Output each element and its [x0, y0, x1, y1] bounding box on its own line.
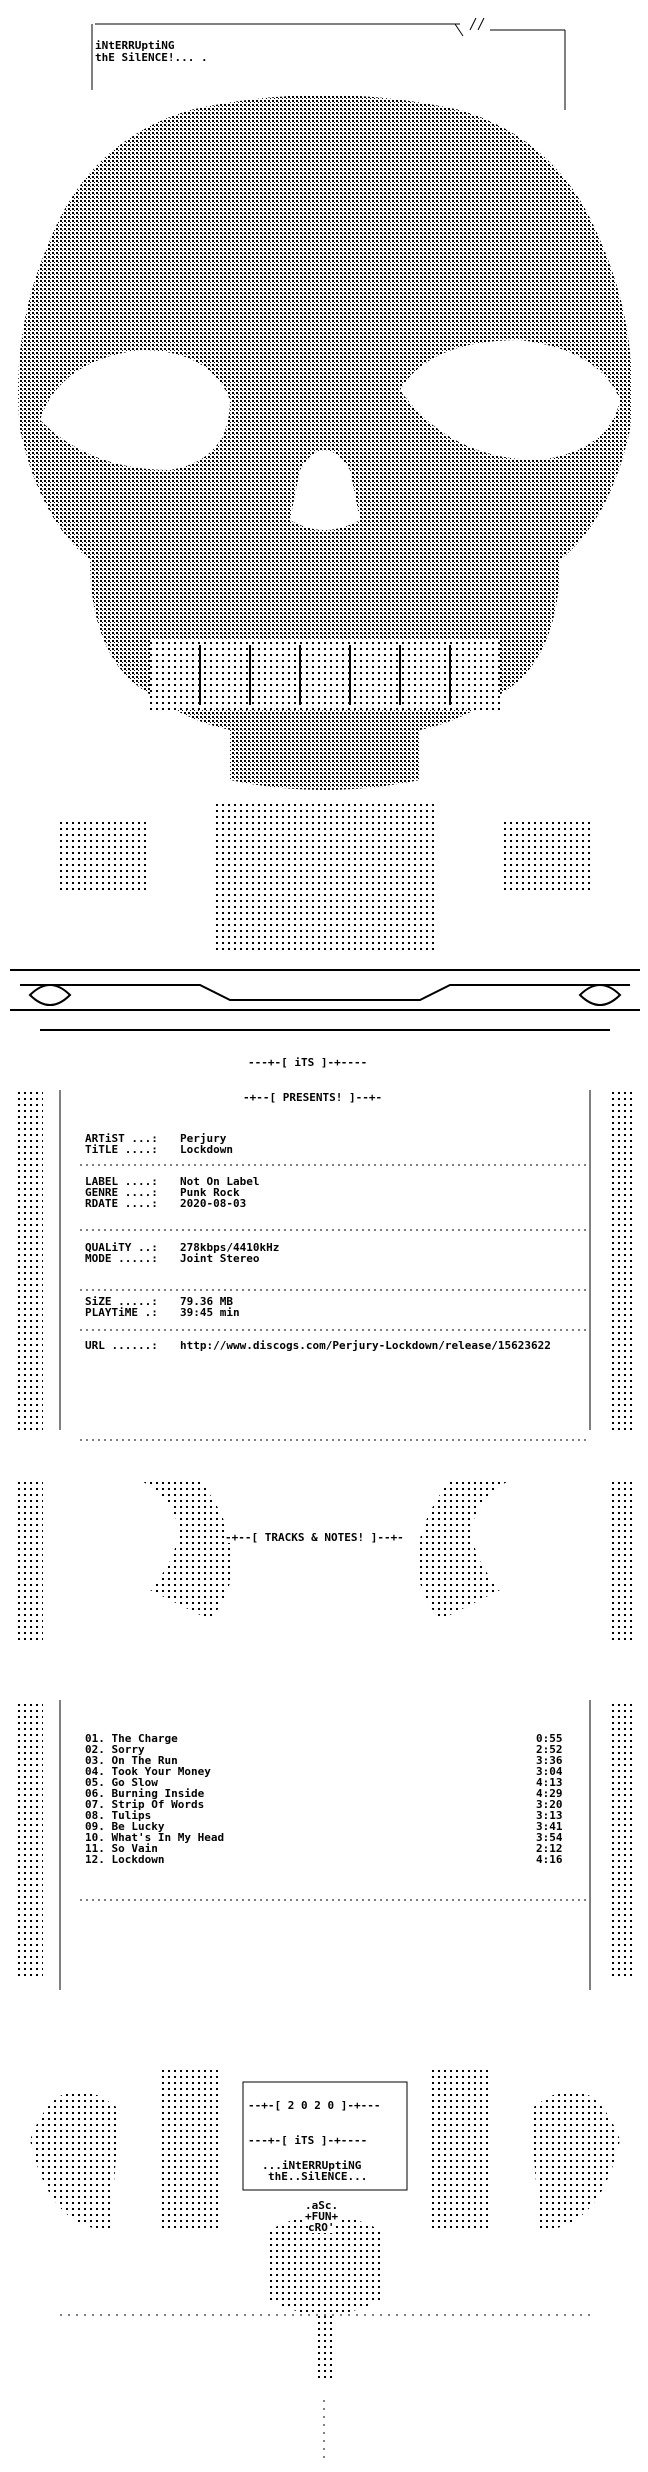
track-time: 3:54: [536, 1831, 563, 1844]
info-rdate: RDATE ....:2020-08-03: [85, 1197, 247, 1210]
ornament-band: [10, 969, 640, 1031]
size-value: 79.36 MB: [180, 1295, 233, 1308]
track-title: 11. So Vain: [85, 1842, 158, 1855]
footer-group-line2: thE..SilENCE...: [268, 2170, 368, 2183]
track-row: 06. Burning Inside 4:29: [85, 1788, 565, 1799]
footer-credit1: .aSc.: [305, 2199, 339, 2212]
track-time: 3:36: [536, 1754, 563, 1767]
track-time: 0:55: [536, 1732, 563, 1745]
track-title: 04. Took Your Money: [85, 1765, 211, 1778]
skull-art: [18, 95, 632, 790]
track-title: 10. What's In My Head: [85, 1831, 225, 1844]
info-playtime: PLAYTiME .:39:45 min: [85, 1306, 240, 1319]
info-url: URL ......:http://www.discogs.com/Perjur…: [85, 1339, 551, 1352]
track-title: 09. Be Lucky: [85, 1820, 165, 1833]
title-value: Lockdown: [180, 1143, 233, 1156]
footer-group-line1: ...iNtERRUptiNG: [262, 2159, 362, 2172]
footer-credit2: +FUN+: [305, 2210, 339, 2223]
track-time: 3:04: [536, 1765, 563, 1778]
track-row: 05. Go Slow 4:13: [85, 1777, 565, 1788]
top-frame: [91, 17, 566, 110]
track-row: 04. Took Your Money 3:04: [85, 1766, 565, 1777]
footer-credit3: cRO': [308, 2221, 335, 2234]
track-title: 12. Lockdown: [85, 1853, 165, 1866]
info-border-columns: [15, 1090, 636, 1980]
track-time: 3:41: [536, 1820, 563, 1833]
info-genre: GENRE ....:Punk Rock: [85, 1186, 240, 1199]
track-row: 01. The Charge 0:55: [85, 1733, 565, 1744]
track-time: 4:29: [536, 1787, 563, 1800]
quality-value: 278kbps/4410kHz: [180, 1241, 280, 1254]
track-row: 10. What's In My Head 3:54: [85, 1832, 565, 1843]
info-mode: MODE .....:Joint Stereo: [85, 1252, 260, 1265]
track-title: 06. Burning Inside: [85, 1787, 205, 1800]
track-time: 4:16: [536, 1853, 563, 1866]
info-title: TiTLE ....:Lockdown: [85, 1143, 233, 1156]
track-row: 07. Strip Of Words 3:20: [85, 1799, 565, 1810]
track-row: 02. Sorry 2:52: [85, 1744, 565, 1755]
track-title: 02. Sorry: [85, 1743, 145, 1756]
url-value[interactable]: http://www.discogs.com/Perjury-Lockdown/…: [180, 1339, 551, 1352]
track-title: 01. The Charge: [85, 1732, 178, 1745]
mode-value: Joint Stereo: [180, 1252, 260, 1265]
tracks-header-scrolls: [140, 1480, 510, 1620]
info-label: LABEL ....:Not On Label: [85, 1175, 260, 1188]
label-value: Not On Label: [180, 1175, 260, 1188]
track-time: 3:20: [536, 1798, 563, 1811]
track-title: 07. Strip Of Words: [85, 1798, 205, 1811]
presents-its-label: ---+-[ iTS ]-+----: [248, 1056, 368, 1069]
rdate-value: 2020-08-03: [180, 1197, 247, 1210]
genre-value: Punk Rock: [180, 1186, 240, 1199]
header-group-line2: thE SilENCE!... .: [95, 51, 208, 64]
bottom-frame: [60, 2081, 590, 2460]
info-artist: ARTiST ...:Perjury: [85, 1132, 227, 1145]
playtime-value: 39:45 min: [180, 1306, 240, 1319]
track-row: 11. So Vain 2:12: [85, 1843, 565, 1854]
footer-year-label: --+-[ 2 0 2 0 ]-+---: [248, 2099, 381, 2112]
track-row: 03. On The Run 3:36: [85, 1755, 565, 1766]
jaw-pillars-art: [60, 800, 590, 950]
track-row: 12. Lockdown 4:16: [85, 1854, 565, 1865]
header-group-line1: iNtERRUptiNG: [95, 39, 175, 52]
track-title: 03. On The Run: [85, 1754, 178, 1767]
track-time: 4:13: [536, 1776, 563, 1789]
track-time: 3:13: [536, 1809, 563, 1822]
tracks-header: -+--[ TRACKS & NOTES! ]--+-: [225, 1531, 404, 1544]
info-size: SiZE .....:79.36 MB: [85, 1295, 233, 1308]
presents-label: -+--[ PRESENTS! ]--+-: [243, 1091, 383, 1104]
track-time: 2:12: [536, 1842, 563, 1855]
track-row: 08. Tulips 3:13: [85, 1810, 565, 1821]
bottom-ornament: [30, 2070, 620, 2380]
info-border-rails: [59, 1090, 591, 1990]
track-title: 05. Go Slow: [85, 1776, 158, 1789]
info-quality: QUALiTY ..:278kbps/4410kHz: [85, 1241, 280, 1254]
track-row: 09. Be Lucky 3:41: [85, 1821, 565, 1832]
artist-value: Perjury: [180, 1132, 227, 1145]
footer-its-label: ---+-[ iTS ]-+----: [248, 2134, 368, 2147]
track-title: 08. Tulips: [85, 1809, 152, 1822]
track-time: 2:52: [536, 1743, 563, 1756]
